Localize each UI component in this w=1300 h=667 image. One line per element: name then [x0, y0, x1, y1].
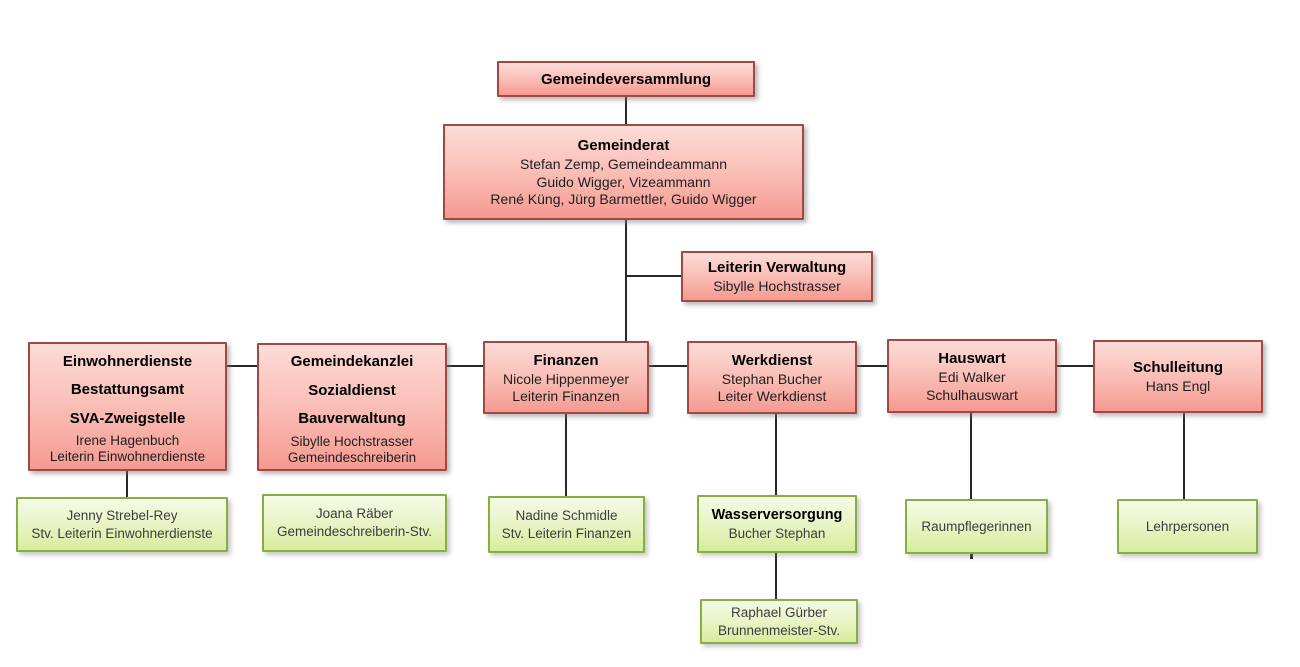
connector-dept3-dept4	[649, 365, 687, 367]
connector-dept1-dept2	[227, 365, 257, 367]
node-stv-gemeindeschreiberin: Joana Räber Gemeindeschreiberin-Stv.	[262, 494, 447, 552]
node-hauswart: Hauswart Edi Walker Schulhauswart	[887, 339, 1057, 413]
member-line: Stefan Zemp, Gemeindeammann	[520, 156, 727, 173]
member-line: Irene Hagenbuch	[75, 433, 180, 449]
member-line: Nicole Hippenmeyer	[502, 370, 630, 387]
node-raumpflegerinnen: Raumpflegerinnen	[905, 499, 1048, 554]
connector-leiterin-verwaltung	[625, 275, 681, 277]
member-line: Gemeindeschreiberin-Stv.	[276, 524, 433, 539]
member-line: Leiterin Finanzen	[512, 388, 620, 404]
connector-finanzen-stv	[565, 414, 567, 496]
connector-versammlung-gemeinderat	[625, 97, 627, 124]
node-title: Werkdienst	[731, 351, 813, 369]
node-title: Einwohnerdienste	[62, 352, 193, 370]
member-line: Hans Engl	[1145, 378, 1211, 395]
member-line: Gemeindeschreiberin	[287, 449, 417, 465]
member-line: Stv. Leiterin Finanzen	[501, 525, 632, 541]
member-line: Guido Wigger, Vizeammann	[536, 173, 711, 190]
node-leiterin-verwaltung: Leiterin Verwaltung Sibylle Hochstrasser	[681, 251, 873, 302]
member-line: Sibylle Hochstrasser	[290, 433, 414, 449]
node-stv-finanzen: Nadine Schmidle Stv. Leiterin Finanzen	[488, 496, 645, 553]
node-title: Sozialdienst	[308, 381, 396, 399]
member-line: René Küng, Jürg Barmettler, Guido Wigger	[490, 191, 757, 208]
member-line: Nadine Schmidle	[515, 507, 618, 523]
member-line: Raumpflegerinnen	[921, 518, 1032, 534]
node-title: Wasserversorgung	[711, 507, 843, 524]
node-title: Bestattungsamt	[70, 381, 185, 399]
node-title: Gemeindekanzlei	[290, 353, 414, 371]
node-title: Schulleitung	[1133, 359, 1223, 377]
connector-wasserversorgung-brunnenmeister	[775, 553, 777, 599]
connector-schulleitung-lehrpersonen	[1183, 413, 1185, 499]
member-line: Lehrpersonen	[1145, 518, 1230, 534]
member-line: Edi Walker	[938, 369, 1006, 385]
member-line: Joana Räber	[315, 506, 394, 522]
node-schulleitung: Schulleitung Hans Engl	[1093, 340, 1263, 413]
member-line: Raphael Gürber	[730, 604, 828, 620]
member-line: Schulhauswart	[926, 386, 1018, 403]
connector-dept4-dept5	[857, 365, 887, 367]
member-line: Leiter Werkdienst	[717, 388, 827, 404]
member-line: Sibylle Hochstrasser	[713, 278, 841, 295]
node-title: Bauverwaltung	[298, 410, 406, 428]
member-line: Jenny Strebel-Rey	[66, 507, 178, 523]
node-title: Gemeinderat	[577, 137, 670, 155]
connector-hauswart-raumpflegerinnen	[970, 413, 972, 499]
node-title: Gemeindeversammlung	[540, 70, 712, 88]
node-einwohnerdienste: Einwohnerdienste Bestattungsamt SVA-Zwei…	[28, 342, 227, 471]
member-line: Stephan Bucher	[721, 370, 823, 387]
connector-trunk	[625, 220, 627, 341]
node-brunnenmeister-stv: Raphael Gürber Brunnenmeister-Stv.	[700, 599, 858, 644]
node-gemeinderat: Gemeinderat Stefan Zemp, Gemeindeammann …	[443, 124, 804, 220]
node-title: Leiterin Verwaltung	[707, 259, 847, 277]
node-title: SVA-Zweigstelle	[69, 409, 186, 427]
node-lehrpersonen: Lehrpersonen	[1117, 499, 1258, 554]
member-line: Stv. Leiterin Einwohnerdienste	[31, 525, 213, 541]
connector-einwohnerdienste-stv	[126, 471, 128, 497]
node-stv-einwohnerdienste: Jenny Strebel-Rey Stv. Leiterin Einwohne…	[16, 497, 228, 552]
node-title: Finanzen	[533, 351, 599, 369]
node-finanzen: Finanzen Nicole Hippenmeyer Leiterin Fin…	[483, 341, 649, 414]
node-wasserversorgung: Wasserversorgung Bucher Stephan	[697, 495, 857, 553]
node-title: Hauswart	[938, 350, 1006, 367]
node-werkdienst: Werkdienst Stephan Bucher Leiter Werkdie…	[687, 341, 857, 414]
connector-dept5-dept6	[1057, 365, 1093, 367]
connector-dept2-dept3	[447, 365, 483, 367]
member-line: Bucher Stephan	[728, 526, 826, 542]
member-line: Brunnenmeister-Stv.	[717, 622, 841, 638]
node-gemeindeversammlung: Gemeindeversammlung	[497, 61, 755, 97]
member-line: Leiterin Einwohnerdienste	[49, 449, 206, 465]
connector-werkdienst-wasserversorgung	[775, 414, 777, 495]
node-gemeindekanzlei: Gemeindekanzlei Sozialdienst Bauverwaltu…	[257, 343, 447, 471]
connector-stub-raumpflegerinnen	[970, 554, 973, 559]
